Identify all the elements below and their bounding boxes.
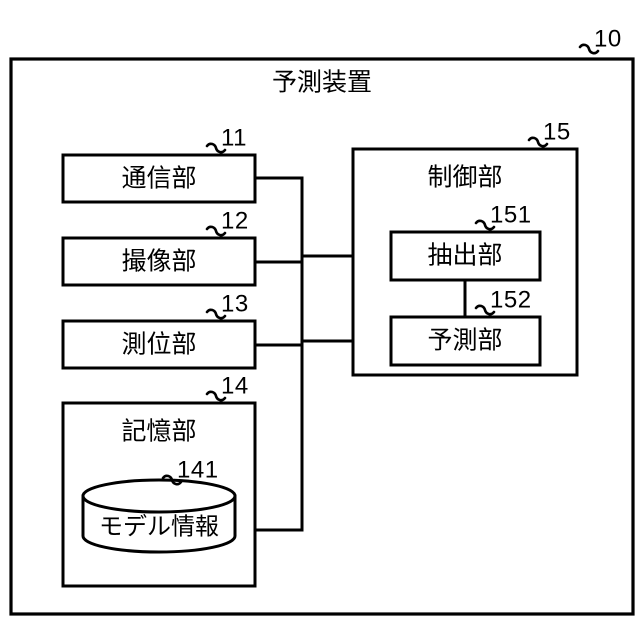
block-imaging[interactable] <box>61 236 257 287</box>
leader-mark-151 <box>474 219 496 231</box>
ref-number-151: 151 <box>490 201 532 228</box>
leader-mark-10 <box>578 43 600 55</box>
ref-number-152: 152 <box>490 286 532 313</box>
block-positioning-label: 測位部 <box>121 331 196 359</box>
leader-mark-13 <box>205 308 227 320</box>
db-cylinder-top <box>81 478 237 514</box>
leader-mark-141 <box>161 474 183 486</box>
ref-number-15: 15 <box>543 118 571 145</box>
block-model-info-label: モデル情報 <box>99 513 219 540</box>
ref-number-12: 12 <box>221 207 249 234</box>
leader-mark-15 <box>527 136 549 148</box>
block-positioning[interactable] <box>61 319 257 370</box>
block-extraction-label: 抽出部 <box>427 242 502 270</box>
block-control-label: 制御部 <box>427 164 502 192</box>
ref-number-13: 13 <box>221 290 249 317</box>
ref-number-10: 10 <box>594 25 622 52</box>
ref-number-11: 11 <box>221 124 247 151</box>
block-imaging-label: 撮像部 <box>121 248 196 276</box>
leader-mark-11 <box>205 142 227 154</box>
block-prediction-label: 予測部 <box>427 327 502 355</box>
leader-mark-12 <box>205 225 227 237</box>
leader-mark-14 <box>205 390 227 402</box>
block-communication-label: 通信部 <box>121 165 196 193</box>
block-prediction[interactable] <box>389 315 542 367</box>
ref-number-141: 141 <box>177 456 219 483</box>
device-title: 予測装置 <box>272 69 372 97</box>
block-storage-label: 記憶部 <box>121 418 196 446</box>
block-communication[interactable] <box>61 153 257 204</box>
ref-number-14: 14 <box>221 372 249 399</box>
leader-mark-152 <box>474 304 496 316</box>
